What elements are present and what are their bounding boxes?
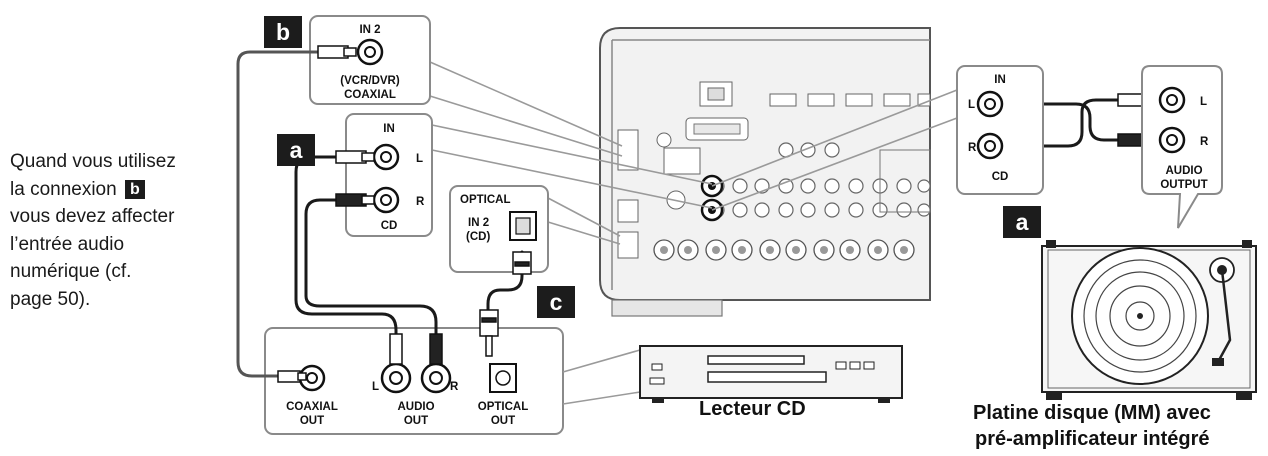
svg-text:COAXIAL: COAXIAL bbox=[286, 401, 338, 413]
turntable-caption-line2: pré-amplificateur intégré bbox=[975, 428, 1210, 450]
svg-text:OUT: OUT bbox=[300, 415, 324, 427]
svg-text:OPTICAL: OPTICAL bbox=[478, 401, 528, 413]
badge-b-top: b bbox=[264, 16, 302, 48]
svg-text:IN 2: IN 2 bbox=[359, 24, 380, 36]
svg-text:COAXIAL: COAXIAL bbox=[344, 89, 396, 101]
svg-text:AUDIO: AUDIO bbox=[1165, 165, 1202, 177]
svg-text:IN: IN bbox=[994, 74, 1006, 86]
note-line-4: l’entrée audio bbox=[10, 233, 125, 255]
svg-text:c: c bbox=[550, 289, 563, 315]
cd-in-panel-right: IN L R CD bbox=[956, 65, 1044, 195]
optical-in-panel: OPTICAL IN 2 (CD) bbox=[449, 185, 549, 273]
av-receiver-rear-panel bbox=[599, 27, 931, 317]
badge-a-right: a bbox=[1003, 206, 1041, 238]
svg-text:b: b bbox=[276, 19, 290, 45]
cd-player-device bbox=[639, 345, 903, 403]
badge-a-left: a bbox=[277, 134, 315, 166]
svg-text:L: L bbox=[372, 381, 379, 393]
connection-note: Quand vous utilisez la connexion b vous … bbox=[10, 148, 240, 313]
svg-text:R: R bbox=[450, 381, 459, 393]
svg-text:R: R bbox=[968, 142, 977, 154]
svg-text:L: L bbox=[416, 153, 423, 165]
svg-text:CD: CD bbox=[381, 220, 398, 232]
badge-c: c bbox=[537, 286, 575, 318]
cd-player-output-panel: COAXIAL OUT L R AUDIO OUT OPTICAL OUT bbox=[264, 327, 641, 435]
note-line-5: numérique (cf. bbox=[10, 261, 132, 282]
svg-text:OPTICAL: OPTICAL bbox=[460, 194, 510, 206]
svg-text:(CD): (CD) bbox=[466, 231, 490, 243]
note-line-2-text: la connexion bbox=[10, 178, 117, 200]
turntable-device bbox=[1041, 240, 1257, 400]
note-line-1: Quand vous utilisez bbox=[10, 151, 176, 172]
note-line-6: page 50). bbox=[10, 288, 91, 310]
svg-text:a: a bbox=[290, 137, 303, 163]
svg-text:CD: CD bbox=[992, 171, 1009, 183]
in2-coaxial-panel: IN 2 (VCR/DVR) COAXIAL bbox=[309, 15, 431, 105]
svg-text:R: R bbox=[1200, 136, 1209, 148]
svg-text:IN: IN bbox=[383, 123, 395, 135]
svg-text:IN 2: IN 2 bbox=[468, 217, 489, 229]
svg-text:OUT: OUT bbox=[491, 415, 515, 427]
callout-lines bbox=[429, 61, 958, 245]
turntable-caption-line1: Platine disque (MM) avec bbox=[973, 402, 1211, 424]
svg-text:(VCR/DVR): (VCR/DVR) bbox=[340, 75, 400, 87]
svg-text:L: L bbox=[968, 99, 975, 111]
turntable-output-panel: L R AUDIO OUTPUT bbox=[1141, 65, 1223, 229]
note-line-2: la connexion b bbox=[10, 176, 240, 204]
cd-in-panel-left: IN L R CD bbox=[345, 113, 433, 237]
svg-text:OUT: OUT bbox=[404, 415, 428, 427]
svg-text:R: R bbox=[416, 196, 425, 208]
svg-text:AUDIO: AUDIO bbox=[397, 401, 434, 413]
note-line-3: vous devez affecter bbox=[10, 206, 175, 227]
svg-text:a: a bbox=[1016, 209, 1029, 235]
svg-text:OUTPUT: OUTPUT bbox=[1160, 179, 1207, 191]
svg-text:L: L bbox=[1200, 96, 1207, 108]
cd-player-caption: Lecteur CD bbox=[699, 398, 806, 420]
note-badge-b: b bbox=[124, 179, 145, 199]
